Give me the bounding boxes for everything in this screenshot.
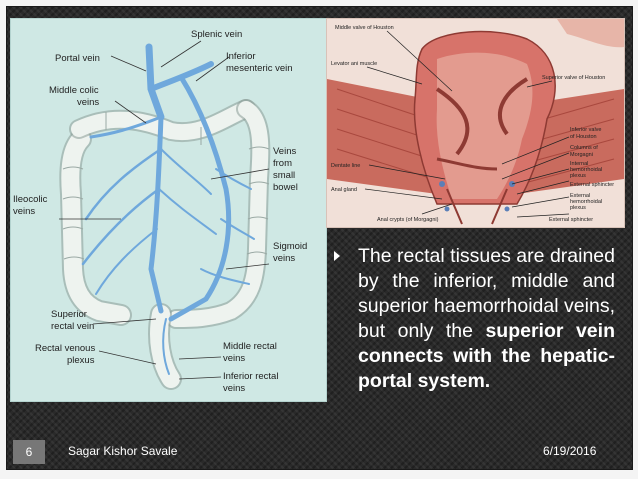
label-rectal-venous-2: plexus (67, 355, 95, 366)
label-veins-small-bowel-4: bowel (273, 182, 298, 193)
label-middle-colic-2: veins (77, 97, 99, 108)
label-sigmoid-1: Sigmoid (273, 241, 307, 252)
label-superior-rectal-1: Superior (51, 309, 87, 320)
label-portal-vein: Portal vein (55, 53, 100, 64)
bullet-text: The rectal tissues are drained by the in… (336, 244, 615, 394)
label-internal-haem-1: Internal (570, 161, 588, 167)
slide-number: 6 (13, 440, 45, 464)
bullet-arrow-icon (334, 251, 340, 261)
bullet-text-bold: superior vein connects with the hepatic-… (358, 320, 615, 392)
label-dentate-line: Dentate line (331, 163, 360, 169)
label-internal-haem-2: hemorrhoidal (570, 167, 602, 173)
label-internal-haem-3: plexus (570, 173, 586, 179)
label-inferior-mesenteric-1: Inferior (226, 51, 256, 62)
label-columns-1: Columns of (570, 145, 598, 151)
label-veins-small-bowel-1: Veins (273, 146, 296, 157)
label-ileocolic-2: veins (13, 206, 35, 217)
label-external-haem-2: hemorrhoidal (570, 199, 602, 205)
label-levator: Levator ani muscle (331, 61, 377, 67)
label-veins-small-bowel-3: small (273, 170, 295, 181)
label-splenic-vein: Splenic vein (191, 29, 242, 40)
label-inferior-valve-2: of Houston (570, 134, 597, 140)
portal-vein-diagram: Splenic vein Portal vein Inferior mesent… (10, 18, 327, 402)
bullet-point: The rectal tissues are drained by the in… (334, 244, 615, 394)
label-middle-rectal-2: veins (223, 353, 245, 364)
label-middle-valve: Middle valve of Houston (335, 25, 394, 31)
label-external-sphincter-top: External sphincter (570, 182, 614, 188)
label-external-haem-3: plexus (570, 205, 586, 211)
label-anal-gland: Anal gland (331, 187, 357, 193)
label-inferior-mesenteric-2: mesenteric vein (226, 63, 293, 74)
label-inferior-valve-1: Inferior valve (570, 127, 602, 133)
label-veins-small-bowel-2: from (273, 158, 292, 169)
rectum-anatomy-illustration: Middle valve of Houston Levator ani musc… (327, 19, 624, 225)
label-rectal-venous-1: Rectal venous (35, 343, 95, 354)
label-columns-2: Morgagni (570, 152, 593, 158)
label-sigmoid-2: veins (273, 253, 295, 264)
rectum-anatomy-diagram: Middle valve of Houston Levator ani musc… (326, 18, 625, 228)
label-inferior-rectal-1: Inferior rectal (223, 371, 278, 382)
footer-author: Sagar Kishor Savale (68, 444, 178, 458)
label-middle-colic-1: Middle colic (49, 85, 99, 96)
label-external-haem-1: External (570, 193, 590, 199)
label-superior-valve: Superior valve of Houston (542, 75, 605, 81)
label-anal-crypts: Anal crypts (of Morgagni) (377, 217, 439, 223)
portal-vein-illustration: Splenic vein Portal vein Inferior mesent… (13, 29, 307, 394)
label-external-sphincter-bottom: External sphincter (549, 217, 593, 223)
label-middle-rectal-1: Middle rectal (223, 341, 277, 352)
label-superior-rectal-2: rectal vein (51, 321, 94, 332)
footer-date: 6/19/2016 (543, 444, 597, 458)
label-ileocolic-1: Ileocolic (13, 194, 48, 205)
label-inferior-rectal-2: veins (223, 383, 245, 394)
bullet-text-normal: The rectal tissues are drained by the in… (358, 245, 615, 342)
